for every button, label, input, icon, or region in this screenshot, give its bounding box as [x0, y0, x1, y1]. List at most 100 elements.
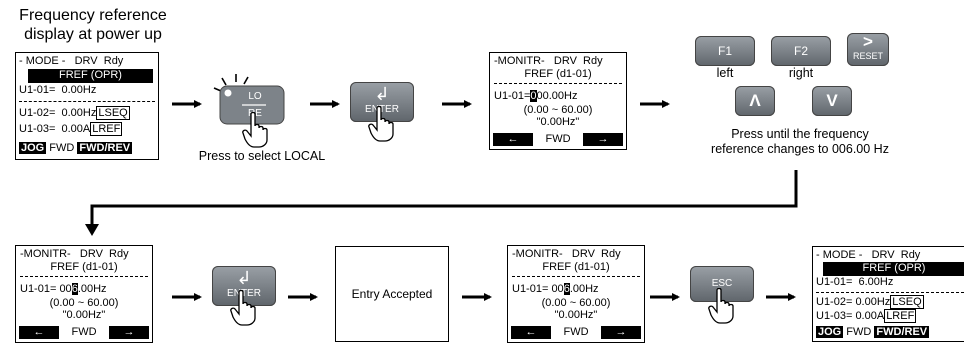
- f1-label: F1: [717, 44, 732, 58]
- lcd-divider: [512, 276, 640, 277]
- f2-button[interactable]: F2: [771, 36, 831, 66]
- enter-label: ENTER: [227, 288, 261, 299]
- param-label: U1-01= 00: [20, 283, 72, 295]
- lcd-range: (0.00 ~ 60.00): [523, 104, 593, 116]
- lo-label: LO: [248, 91, 262, 102]
- f1-caption: left: [716, 66, 734, 80]
- lcd-line1: U1-01= 6.00Hz: [816, 276, 894, 288]
- lcd-header: -MONITR- DRV Rdy: [494, 55, 603, 67]
- reset-button[interactable]: > RESET: [847, 33, 889, 66]
- fwd-label: FWD: [545, 133, 571, 145]
- reset-label: RESET: [852, 51, 883, 61]
- up-arrow-icon: Λ: [749, 91, 761, 110]
- lref-tag: LREF: [90, 122, 123, 136]
- lcd-range: (0.00 ~ 60.00): [49, 297, 119, 309]
- down-arrow-button[interactable]: V: [812, 86, 852, 116]
- hand-pointer-icon: [242, 112, 268, 148]
- lcd-mode-final: - MODE - DRV Rdy FREF (OPR) U1-01= 6.00H…: [812, 246, 964, 342]
- frequency-caption-line1: Press until the frequency: [731, 127, 869, 141]
- lo-re-caption: Press to select LOCAL: [198, 149, 326, 163]
- jog-tag: JOG: [19, 142, 47, 154]
- entry-accepted-panel: Entry Accepted: [335, 246, 449, 342]
- f1-button[interactable]: F1: [695, 36, 755, 66]
- jog-tag: JOG: [816, 326, 844, 338]
- left-arrow-icon: ←: [19, 326, 59, 339]
- lcd-default: "0.00Hz": [536, 116, 580, 128]
- lcd-value-line: U1-01= 006.00Hz: [512, 283, 599, 296]
- frequency-caption: Press until the frequency reference chan…: [660, 127, 940, 157]
- param-label: U1-01= 00: [512, 283, 564, 295]
- lcd-line1: U1-01= 0.00Hz: [19, 84, 97, 96]
- lcd-header: - MODE - DRV Rdy: [816, 249, 921, 261]
- lcd-monitor-initial: -MONITR- DRV Rdy FREF (d1-01) U1-01=000.…: [489, 52, 627, 150]
- up-arrow-button[interactable]: Λ: [735, 86, 775, 116]
- left-arrow-icon: ←: [493, 133, 533, 146]
- f2-label: F2: [793, 44, 808, 58]
- lcd-divider: [19, 101, 155, 102]
- cursor-digit: 6: [71, 283, 78, 295]
- enter-button-second[interactable]: ↲ ENTER: [212, 266, 282, 336]
- lcd-value-line: U1-01=000.00Hz: [494, 90, 578, 103]
- cursor-digit: 0: [530, 90, 537, 102]
- fwd-label: FWD: [49, 142, 75, 154]
- right-arrow-icon: →: [583, 133, 623, 146]
- cursor-digit: 6: [563, 283, 570, 295]
- lcd-header: -MONITR- DRV Rdy: [20, 248, 129, 260]
- param-value: .00Hz: [77, 283, 107, 295]
- enter-symbol-icon: ↲: [236, 268, 252, 288]
- shift-right-icon: >: [863, 32, 873, 51]
- right-arrow-icon: →: [601, 326, 641, 339]
- fwd-label: FWD: [846, 326, 872, 338]
- lseq-tag: LSEQ: [96, 106, 130, 120]
- enter-symbol-icon: ↲: [374, 84, 390, 104]
- arrow-5-elbow: [90, 170, 798, 226]
- lo-re-button[interactable]: LO RE: [206, 72, 296, 152]
- fwd-rev-tag: FWD/REV: [77, 142, 133, 154]
- lcd-default: "0.00Hz": [554, 309, 598, 321]
- power-up-caption-line1: Frequency reference: [19, 7, 167, 24]
- lseq-tag: LSEQ: [890, 295, 924, 309]
- lcd-title: FREF (d1-01): [524, 68, 592, 80]
- f2-caption: right: [788, 66, 814, 80]
- esc-key-cap: ESC: [690, 266, 754, 302]
- lcd-title: FREF (d1-01): [542, 261, 610, 273]
- param-value: .00Hz: [569, 283, 599, 295]
- hand-pointer-icon: [230, 290, 256, 326]
- enter-button[interactable]: ↲ ENTER: [350, 82, 420, 152]
- lcd-line2-value: U1-02= 0.00Hz: [19, 107, 97, 119]
- frequency-caption-line2: reference changes to 006.00 Hz: [711, 142, 889, 156]
- lcd-range: (0.00 ~ 60.00): [541, 297, 611, 309]
- lcd-default: "0.00Hz": [62, 309, 106, 321]
- fwd-label: FWD: [563, 326, 589, 338]
- power-up-caption: Frequency reference display at power up: [0, 6, 186, 44]
- esc-label: ESC: [711, 278, 733, 289]
- fwd-label: FWD: [71, 326, 97, 338]
- lcd-line3-value: U1-03= 0.00A: [19, 123, 91, 135]
- lo-re-key-graphic: [213, 74, 285, 125]
- entry-accepted-text: Entry Accepted: [351, 287, 433, 301]
- lcd-title: FREF (d1-01): [50, 261, 118, 273]
- enter-label: ENTER: [365, 104, 399, 115]
- param-label: U1-01=: [494, 90, 531, 102]
- lcd-header: - MODE - DRV Rdy: [19, 55, 124, 67]
- arrow-5-head: [85, 224, 99, 236]
- lcd-header: -MONITR- DRV Rdy: [512, 248, 621, 260]
- hand-pointer-icon: [368, 106, 394, 142]
- lcd-divider: [494, 83, 622, 84]
- param-value: 00.00Hz: [536, 90, 578, 102]
- esc-button[interactable]: ESC: [690, 266, 760, 336]
- lcd-monitor-after-entry: -MONITR- DRV Rdy FREF (d1-01) U1-01= 006…: [507, 245, 645, 343]
- fwd-rev-tag: FWD/REV: [874, 326, 930, 338]
- hand-pointer-icon: [708, 288, 734, 324]
- lcd-divider: [20, 276, 148, 277]
- lcd-mode-initial: - MODE - DRV Rdy FREF (OPR) U1-01= 0.00H…: [15, 52, 159, 160]
- lcd-title: FREF (OPR): [823, 262, 964, 276]
- lcd-line3-value: U1-03= 0.00A: [816, 310, 885, 322]
- lcd-monitor-edited: -MONITR- DRV Rdy FREF (d1-01) U1-01= 006…: [15, 245, 153, 343]
- enter-key-cap: ↲ ENTER: [350, 82, 414, 122]
- lcd-footer: JOG FWD FWD/REV: [816, 326, 930, 339]
